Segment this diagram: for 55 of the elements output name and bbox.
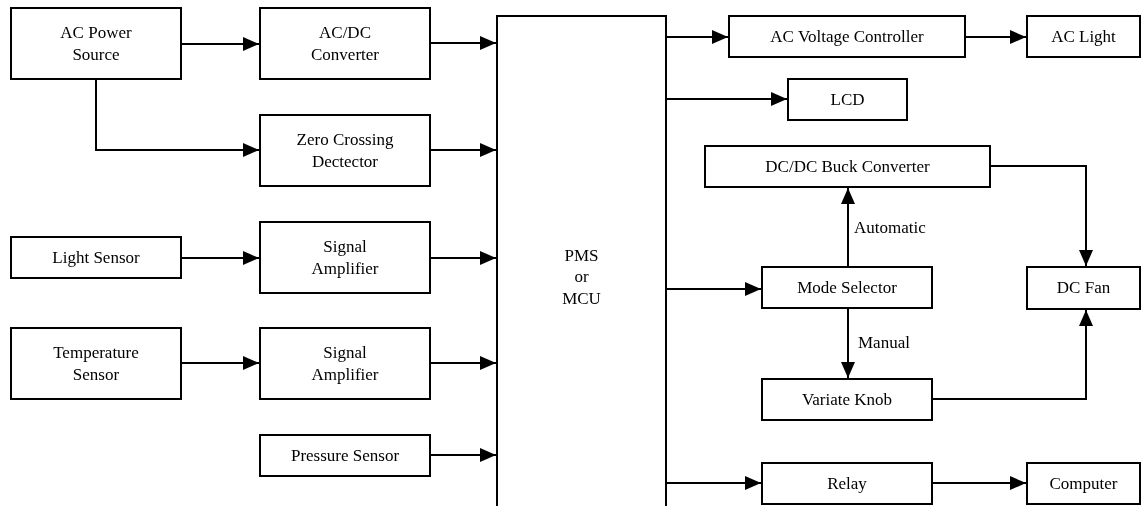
node-label: AC Voltage Controller <box>770 25 924 48</box>
controller-block <box>496 15 667 506</box>
arrow <box>965 30 1027 44</box>
process-box <box>10 236 182 279</box>
process-box <box>1026 15 1141 58</box>
node-label: DC Fan <box>1056 277 1111 299</box>
process-box <box>761 378 933 421</box>
process-box <box>787 78 908 121</box>
process-box <box>704 145 991 188</box>
node-label: Temperature Sensor <box>52 342 140 385</box>
arrow <box>990 165 1093 267</box>
node-label: Mode Selector <box>797 276 897 299</box>
arrow <box>666 92 788 106</box>
arrow <box>430 448 497 462</box>
process-box <box>10 7 182 80</box>
node-label: Signal Amplifier <box>310 342 380 385</box>
arrow <box>666 476 762 490</box>
node-label: Variate Knob <box>801 388 893 411</box>
arrow <box>430 36 497 50</box>
process-box <box>259 114 431 187</box>
node-label: Pressure Sensor <box>290 444 400 467</box>
node-label: AC/DC Converter <box>310 22 380 65</box>
node-label: Relay <box>827 472 867 495</box>
node-label: Light Sensor <box>52 246 140 269</box>
arrow <box>430 251 497 265</box>
node-label: Zero Crossing Dectector <box>295 129 395 172</box>
process-box <box>259 7 431 80</box>
arrow <box>841 187 855 267</box>
arrow <box>666 282 762 296</box>
process-box <box>761 266 933 309</box>
process-box <box>1026 266 1141 310</box>
arrow <box>181 251 260 265</box>
arrow <box>181 37 260 51</box>
arrow <box>181 356 260 370</box>
arrow <box>430 356 497 370</box>
arrow <box>95 79 260 157</box>
node-label: Computer <box>1049 472 1118 495</box>
arrow <box>932 309 1093 400</box>
process-box <box>259 327 431 400</box>
process-box <box>761 462 933 505</box>
arrow <box>430 143 497 157</box>
node-label: LCD <box>830 88 865 111</box>
process-box <box>1026 462 1141 505</box>
arrow <box>666 30 729 44</box>
process-box <box>10 327 182 400</box>
node-label: Signal Amplifier <box>310 236 380 279</box>
process-box <box>728 15 966 58</box>
node-label: AC Power Source <box>59 22 133 65</box>
node-label: AC Light <box>1051 25 1116 48</box>
process-box <box>259 221 431 294</box>
arrow <box>841 308 855 379</box>
arrow <box>932 476 1027 490</box>
process-box <box>259 434 431 477</box>
node-label: PMS or MCU <box>561 245 602 309</box>
node-label: DC/DC Buck Converter <box>765 155 930 178</box>
